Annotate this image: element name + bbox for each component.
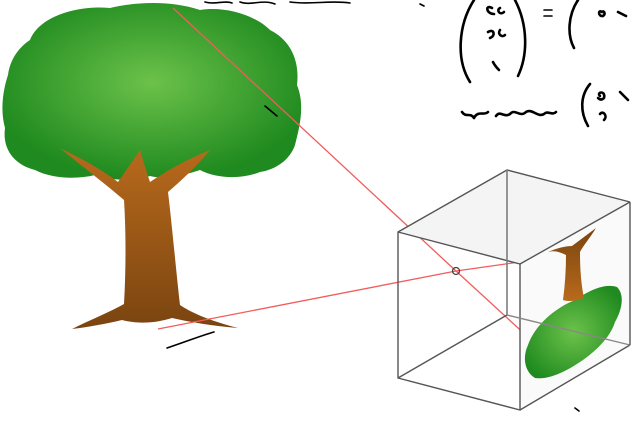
tree-trunk [60, 148, 238, 329]
tree-object [2, 3, 302, 329]
handwriting-right-paren [513, 0, 527, 78]
handwriting-underline [166, 331, 215, 349]
handwriting-equals [543, 9, 553, 17]
handwriting-left-paren [459, 0, 476, 84]
camera-box [397, 169, 631, 411]
tree-foliage [2, 3, 302, 180]
handwriting-second-paren [568, 0, 580, 50]
handwriting-top-scribble [204, 1, 425, 7]
handwriting-small-mark [574, 407, 580, 412]
handwritten-annotations [166, 0, 630, 412]
handwriting-bottom-entry [596, 90, 630, 122]
camera-inner-top-face [398, 170, 630, 264]
handwriting-tick-mark [264, 105, 278, 117]
handwriting-entry-2 [486, 28, 507, 40]
handwriting-entry-3 [491, 60, 501, 72]
handwriting-bottom-paren [580, 82, 592, 128]
handwriting-entry-1 [486, 5, 506, 16]
handwriting-bottom-scribble [460, 109, 558, 120]
camera-inner-bottom-edges [506, 314, 631, 346]
camera-top-edge [506, 169, 631, 203]
ray-base-to-pinhole [157, 270, 457, 330]
projected-foliage [524, 285, 622, 379]
pinhole [451, 266, 461, 276]
projected-image [524, 228, 622, 379]
handwriting-entry-4 [597, 10, 628, 18]
camera-bottom-edges [397, 344, 631, 411]
projected-trunk [548, 228, 596, 302]
